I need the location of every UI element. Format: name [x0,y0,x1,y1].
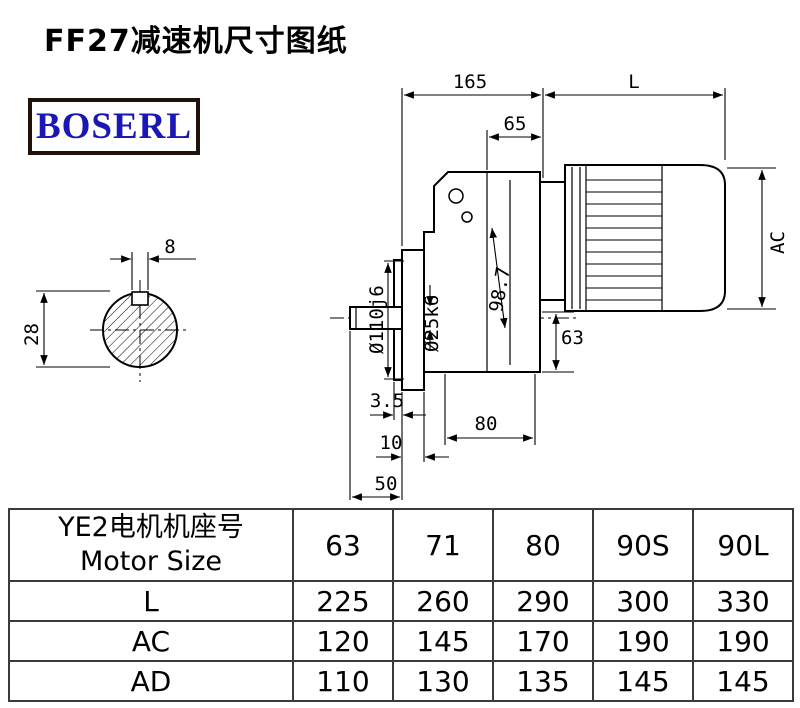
dim-L-label: L [628,71,639,93]
table-header-row: YE2电机机座号 Motor Size 63 71 80 90S 90L [8,508,794,582]
gearmotor-side-view [330,164,726,391]
table-row-L: L 225 260 290 300 330 [8,580,794,622]
motor-size-header-zh: YE2电机机座号 [58,512,244,544]
dim-d110-label: Ø110j6 [366,285,388,354]
table-cell: 145 [692,660,794,702]
dim-63-group: 63 [542,311,584,373]
bottom-extension-lines [349,331,536,500]
table-row-AC: AC 120 145 170 190 190 [8,620,794,662]
dim-d25-group: Ø25k6 [421,285,443,352]
table-cell: 260 [392,580,494,622]
table-cell: 145 [392,620,494,662]
shaft-cross-section [90,280,190,382]
dim-63-label: 63 [561,327,584,349]
table-cell: 190 [692,620,794,662]
dim-3-5-label: 3.5 [370,390,404,412]
table-cell: 190 [592,620,694,662]
dim-165-group: 165 [401,71,544,246]
dim-AC-group: AC [727,167,789,310]
motor-body [564,164,726,312]
row-label: L [8,580,294,622]
table-cell: 135 [492,660,594,702]
row-label: AD [8,660,294,702]
dim-65-group: 65 [486,113,541,170]
dim-L-group: L [545,71,726,160]
table-cell: 300 [592,580,694,622]
dim-d110-group: Ø110j6 [366,260,404,380]
size-col-header: 71 [392,508,494,582]
dim-AC-label: AC [767,231,789,254]
logo-text: BOSERL [35,106,193,147]
motor-size-table: YE2电机机座号 Motor Size 63 71 80 90S 90L L 2… [8,508,794,702]
motor-adapter [539,181,566,301]
motor-fins [586,179,662,301]
dim-80-group: 80 [447,413,533,442]
dim-3-5-group: 3.5 [370,390,426,419]
bolt-hole-small [461,211,473,223]
row-label: AC [8,620,294,662]
size-col-header: 63 [292,508,394,582]
size-col-header: 90S [592,508,694,582]
size-col-header: 80 [492,508,594,582]
table-cell: 225 [292,580,394,622]
motor-size-header: YE2电机机座号 Motor Size [8,508,294,582]
dim-8-label: 8 [164,236,175,258]
dim-8-group: 8 [110,236,196,290]
table-cell: 110 [292,660,394,702]
size-col-header: 90L [692,508,794,582]
dim-80-label: 80 [475,413,498,435]
table-row-AD: AD 110 130 135 145 145 [8,660,794,702]
logo: BOSERL [28,98,200,155]
dim-10-group: 10 [376,432,449,461]
table-cell: 120 [292,620,394,662]
dim-d25-label: Ø25k6 [421,295,443,352]
bolt-hole-large [448,188,464,204]
page-title: FF27减速机尺寸图纸 [44,24,348,59]
dim-50-label: 50 [375,473,398,495]
dim-28-group: 28 [21,290,110,368]
dim-165-label: 165 [453,71,487,93]
table-cell: 290 [492,580,594,622]
table-cell: 130 [392,660,494,702]
dim-65-label: 65 [504,113,527,135]
table-cell: 145 [592,660,694,702]
table-cell: 170 [492,620,594,662]
table-cell: 330 [692,580,794,622]
motor-size-header-en: Motor Size [79,546,223,577]
keyway [131,291,149,306]
dim-50-group: 50 [352,473,400,501]
dim-10-label: 10 [380,432,403,454]
dim-28-label: 28 [21,323,43,346]
